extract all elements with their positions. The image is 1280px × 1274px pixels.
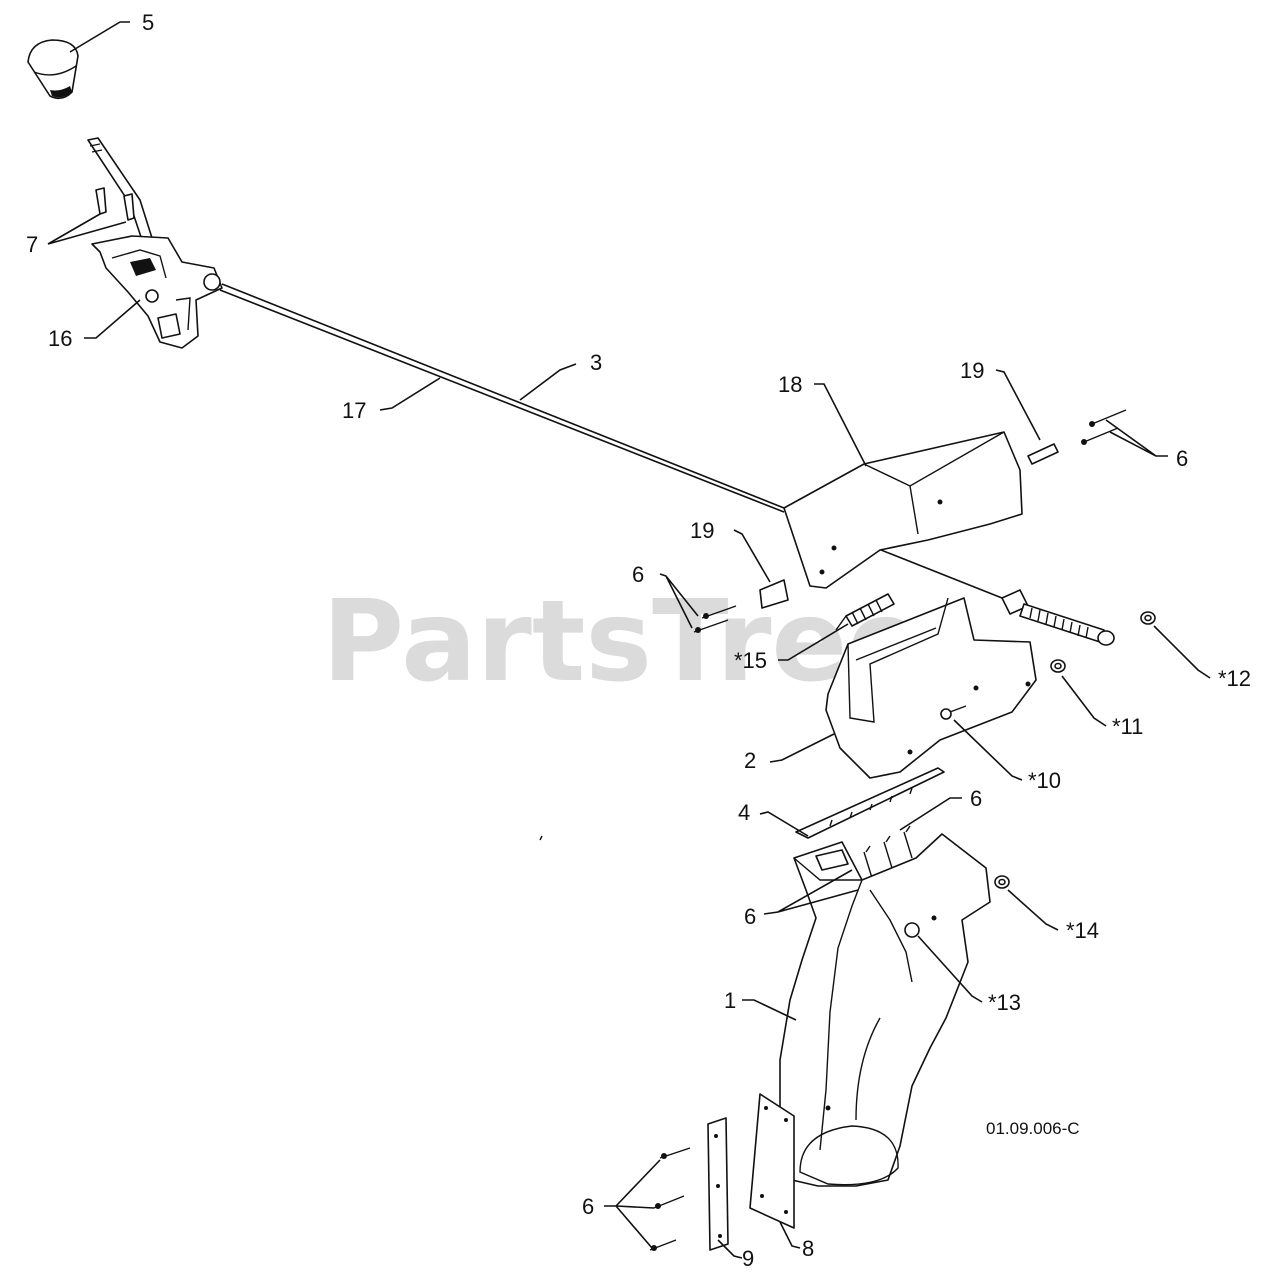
callout-9: 9: [742, 1246, 754, 1271]
part-nut-12: [1140, 611, 1156, 625]
watermark: PartsTree: [322, 577, 923, 707]
leader-lines: [47, 21, 1211, 1259]
callout-19-upper: 19: [960, 358, 984, 383]
part-plate: [795, 767, 945, 839]
part-clip-upper: [1027, 443, 1059, 465]
callout-2: 2: [744, 748, 756, 773]
callout-6-mid: 6: [632, 562, 644, 587]
control-rod-rear: [875, 547, 1003, 599]
part-main-chute: [779, 833, 991, 1187]
callout-15: *15: [734, 648, 767, 673]
part-rivets-mid: [693, 605, 737, 633]
part-deflector-cover: [783, 431, 1023, 589]
callout-7: 7: [26, 232, 38, 257]
callout-14: *14: [1066, 918, 1099, 943]
part-rivets-chute: [863, 825, 913, 879]
part-plate-8: [749, 1093, 795, 1229]
callout-13: *13: [988, 990, 1021, 1015]
callout-labels: 5 7 16 17 3 18 19 6 19 6 *15 *12 *11 2 *…: [26, 10, 1251, 1271]
part-rivets-upper: [1081, 409, 1127, 445]
stray-mark: [539, 835, 543, 841]
part-threaded-adjuster: [1001, 589, 1115, 646]
part-strip-9: [707, 1117, 729, 1251]
part-washer-11: [1050, 659, 1066, 673]
callout-3: 3: [590, 350, 602, 375]
callout-11: *11: [1112, 714, 1143, 739]
control-rod-lower: [219, 289, 785, 513]
part-shift-lever: [87, 137, 223, 349]
callout-8: 8: [802, 1236, 814, 1261]
callout-6-lower: 6: [582, 1194, 594, 1219]
callout-4: 4: [738, 800, 750, 825]
callout-12: *12: [1218, 666, 1251, 691]
callout-6-left: 6: [744, 904, 756, 929]
part-clip-lower: [759, 579, 789, 609]
part-washer-14: [994, 875, 1010, 889]
callout-17: 17: [342, 398, 366, 423]
callout-6-upper: 6: [1176, 446, 1188, 471]
drawing-reference: 01.09.006-C: [986, 1119, 1080, 1138]
callout-6-chute: 6: [970, 786, 982, 811]
callout-5: 5: [142, 10, 154, 35]
part-spring: [835, 593, 895, 631]
callout-1: 1: [724, 988, 736, 1013]
callout-19-lower: 19: [690, 518, 714, 543]
part-plate-holes: [829, 787, 913, 827]
part-rivets-lower: [649, 1147, 691, 1251]
callout-18: 18: [778, 372, 802, 397]
callout-10: *10: [1028, 768, 1061, 793]
part-upper-chute: [825, 597, 1037, 779]
callout-16: 16: [48, 326, 72, 351]
part-knob: [27, 39, 79, 100]
control-rod: [221, 283, 785, 509]
